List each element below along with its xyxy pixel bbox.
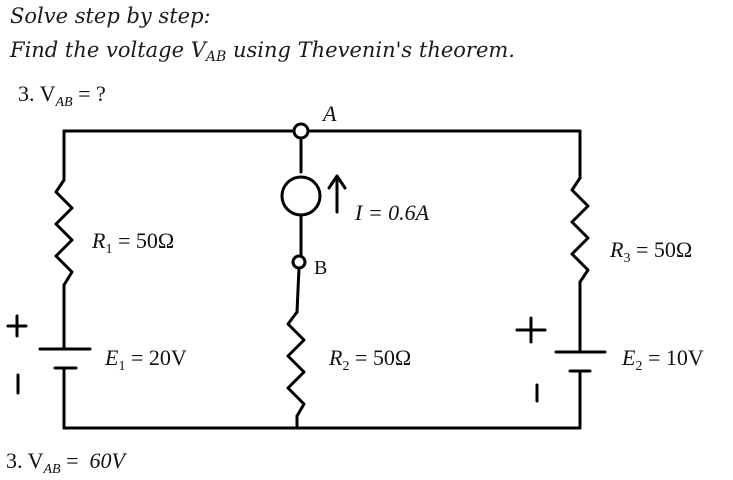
- r2-label: R2 = 50Ω: [328, 345, 411, 374]
- r3-sym: R: [609, 237, 624, 262]
- r2-value: = 50Ω: [349, 345, 411, 370]
- r3-label: R3 = 50Ω: [609, 237, 692, 266]
- r1-value: = 50Ω: [112, 228, 174, 253]
- r3-sub: 3: [623, 251, 630, 266]
- r1-sym: R: [91, 228, 106, 253]
- r1-label: R1 = 50Ω: [91, 228, 174, 257]
- r3-value: = 50Ω: [630, 237, 692, 262]
- answer-sub: AB: [43, 462, 62, 477]
- current-label: I = 0.6A: [354, 200, 430, 225]
- middle-wire-b: [295, 266, 301, 314]
- e1-plus-sign: [6, 314, 28, 338]
- e2-value: = 10V: [642, 345, 703, 370]
- e1-value: = 20V: [125, 345, 186, 370]
- question-prefix: 3. V: [18, 81, 56, 106]
- answer-value: 60V: [90, 448, 128, 473]
- r1-resistor: [54, 178, 74, 287]
- question-label: 3. VAB = ?: [18, 81, 106, 110]
- node-b: [291, 254, 307, 270]
- current-source: [280, 175, 322, 217]
- node-a-label: A: [321, 101, 337, 126]
- r1-sub: 1: [105, 242, 112, 257]
- r2-resistor: [286, 310, 306, 418]
- e1-sub: 1: [118, 359, 125, 374]
- e1-label: E1 = 20V: [104, 345, 187, 374]
- e2-plus-sign: [515, 316, 547, 344]
- e2-label: E2 = 10V: [621, 345, 704, 374]
- answer-eq: =: [61, 448, 90, 473]
- r2-sub: 2: [342, 359, 349, 374]
- statement-subscript: AB: [205, 49, 227, 65]
- statement-text-1: Find the voltage V: [10, 38, 206, 62]
- answer-label: 3. VAB = 60V: [6, 448, 128, 477]
- e1-sym: E: [104, 345, 119, 370]
- e2-sub: 2: [635, 359, 642, 374]
- answer-prefix: 3. V: [6, 448, 44, 473]
- e2-sym: E: [621, 345, 636, 370]
- node-a: [292, 122, 310, 140]
- problem-title: Solve step by step:: [10, 4, 211, 28]
- question-suffix: = ?: [73, 81, 106, 106]
- current-arrow: [327, 174, 347, 214]
- question-sub: AB: [55, 95, 74, 110]
- r2-sym: R: [328, 345, 343, 370]
- node-b-label: B: [314, 257, 327, 279]
- r3-resistor: [570, 176, 590, 284]
- statement-text-2: using Thevenin's theorem.: [226, 38, 515, 62]
- problem-statement: Find the voltage VAB using Thevenin's th…: [10, 38, 515, 65]
